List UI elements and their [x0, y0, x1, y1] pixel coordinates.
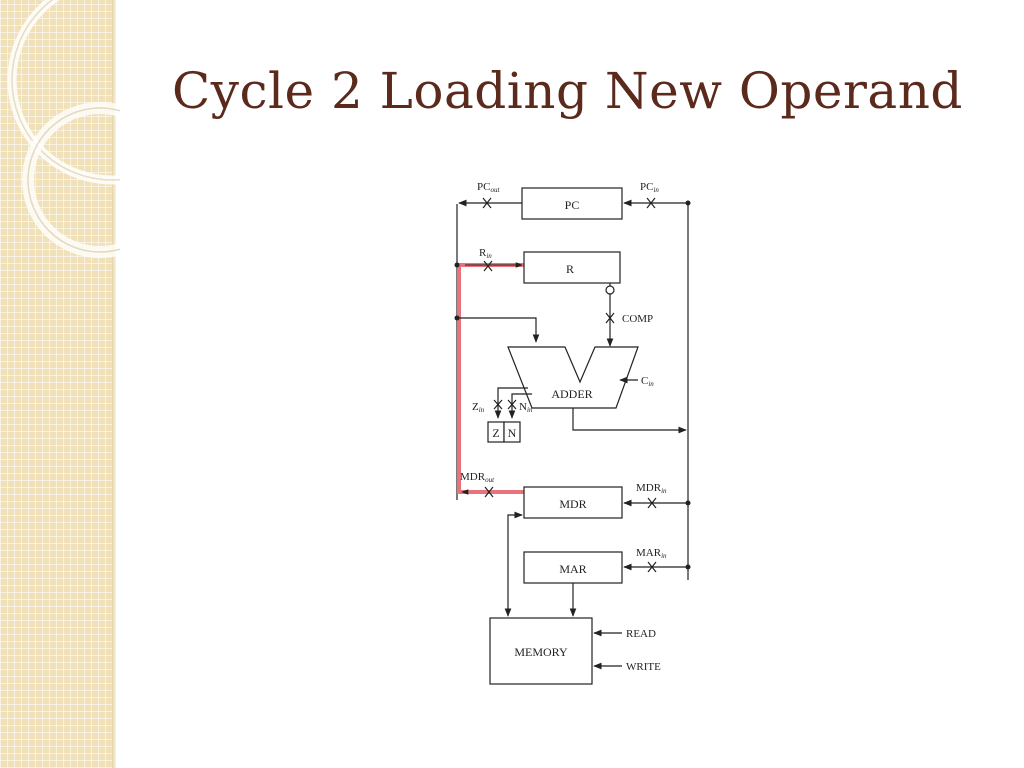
r-label: R	[566, 262, 574, 276]
adder-unit: ADDER	[507, 346, 639, 409]
pc-register: PC	[521, 187, 623, 220]
n-flag-label: N	[508, 426, 517, 440]
mar-label: MAR	[559, 562, 586, 576]
z-in-switch	[493, 399, 503, 410]
comp-inverter	[605, 285, 615, 295]
z-flag-label: Z	[492, 426, 499, 440]
mar-in-label: MARin	[636, 547, 667, 560]
r-in-label: Rin	[479, 247, 492, 260]
mdr-in-switch	[647, 497, 657, 509]
mar-register: MAR	[523, 551, 623, 584]
flag-registers: Z N	[487, 421, 521, 443]
c-in-label: Cin	[641, 375, 654, 388]
mdr-in-label: MDRin	[636, 482, 667, 495]
mdr-out-switch	[484, 486, 494, 498]
comp-label: COMP	[622, 313, 653, 325]
z-in-label: Zin	[472, 401, 485, 414]
page-title: Cycle 2 Loading New Operand	[172, 62, 963, 120]
write-label: WRITE	[626, 661, 661, 673]
read-label: READ	[626, 628, 656, 640]
mdr-label: MDR	[559, 497, 586, 511]
r-in-switch	[483, 260, 493, 272]
mar-in-switch	[647, 561, 657, 573]
pc-in-switch	[646, 197, 656, 209]
n-in-label: Nin	[519, 401, 533, 414]
cpu-datapath-diagram: PC PCout PCin R Rin COMP ADDER Cin Zin N…	[454, 181, 691, 685]
highlighted-data-path	[457, 263, 526, 494]
mdr-out-label: MDRout	[460, 471, 495, 484]
pc-out-switch	[482, 197, 492, 209]
memory-unit: MEMORY	[489, 617, 593, 685]
mdr-register: MDR	[523, 486, 623, 519]
pc-out-label: PCout	[477, 181, 500, 194]
adder-label: ADDER	[551, 387, 592, 401]
decorative-circles	[7, 0, 120, 258]
r-register: R	[523, 251, 621, 284]
pc-label: PC	[565, 198, 580, 212]
pc-in-label: PCin	[640, 181, 659, 194]
comp-switch	[605, 312, 615, 324]
sidebar-edge	[112, 0, 116, 768]
memory-label: MEMORY	[514, 645, 568, 659]
n-in-switch	[507, 399, 517, 410]
